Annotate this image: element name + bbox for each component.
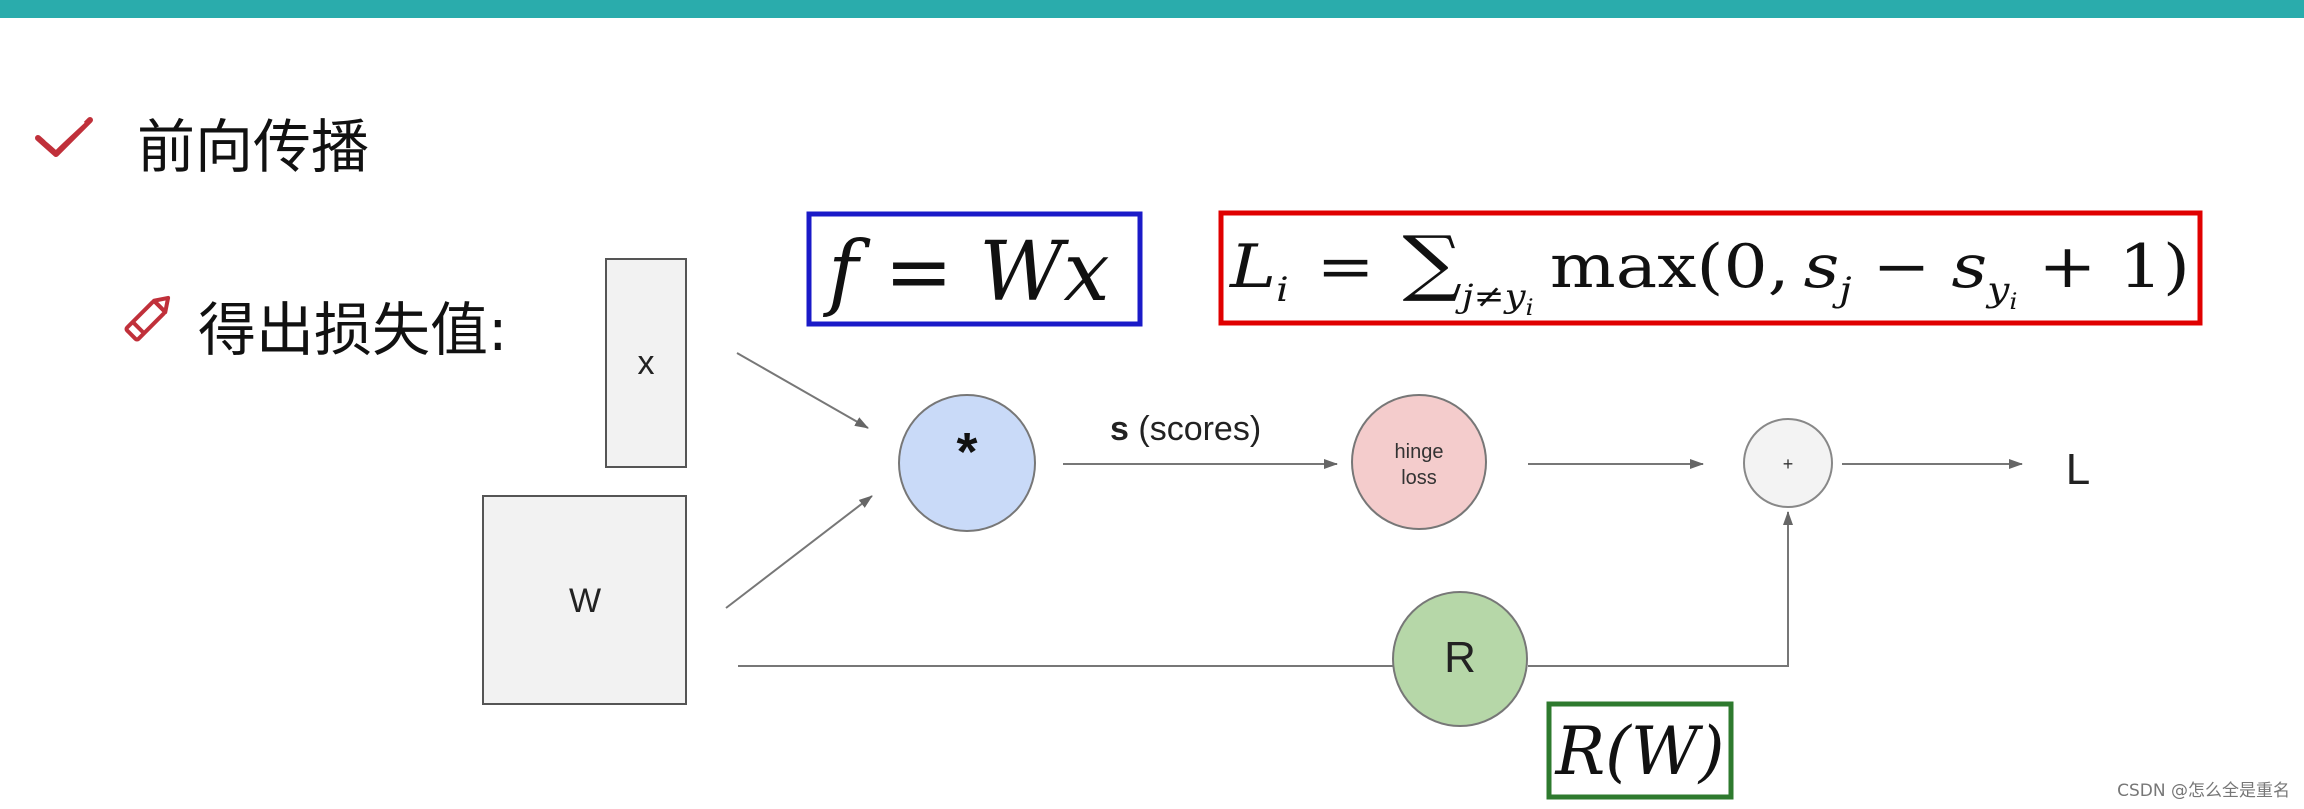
score-formula-box (806, 211, 1143, 327)
edge-x-to-mul (736, 352, 869, 429)
reg-formula-box (1546, 701, 1734, 800)
watermark: CSDN @怎么全是重名 (2117, 781, 2290, 801)
multiply-node-label: * (956, 422, 977, 482)
section-subtitle: 得出损失值: (198, 296, 508, 364)
check-icon (35, 117, 93, 157)
top-accent-bar (0, 0, 2304, 18)
regularization-node-label: R (1444, 633, 1476, 682)
pencil-icon (124, 295, 171, 342)
scores-label: s (scores) (1110, 410, 1261, 448)
edge-reg-to-sum (1528, 511, 1793, 667)
input-w-box (482, 495, 687, 705)
hinge-loss-node (1351, 394, 1487, 530)
input-w-label: W (569, 582, 601, 620)
sum-node (1743, 418, 1833, 508)
reg-formula: R(W) (1554, 713, 1724, 790)
score-formula: f=Wx (822, 225, 1110, 320)
output-label: L (2066, 445, 2090, 494)
input-x-label: x (638, 344, 655, 382)
multiply-node (898, 394, 1036, 532)
hinge-loss-label-line1: hinge (1395, 441, 1444, 463)
edge-w-to-mul (725, 495, 873, 609)
sum-node-label: + (1783, 454, 1794, 474)
section-title: 前向传播 (137, 113, 370, 181)
loss-formula-box (1218, 210, 2203, 326)
regularization-node (1392, 591, 1528, 727)
input-x-box (605, 258, 687, 468)
hinge-loss-label-line2: loss (1401, 467, 1437, 489)
